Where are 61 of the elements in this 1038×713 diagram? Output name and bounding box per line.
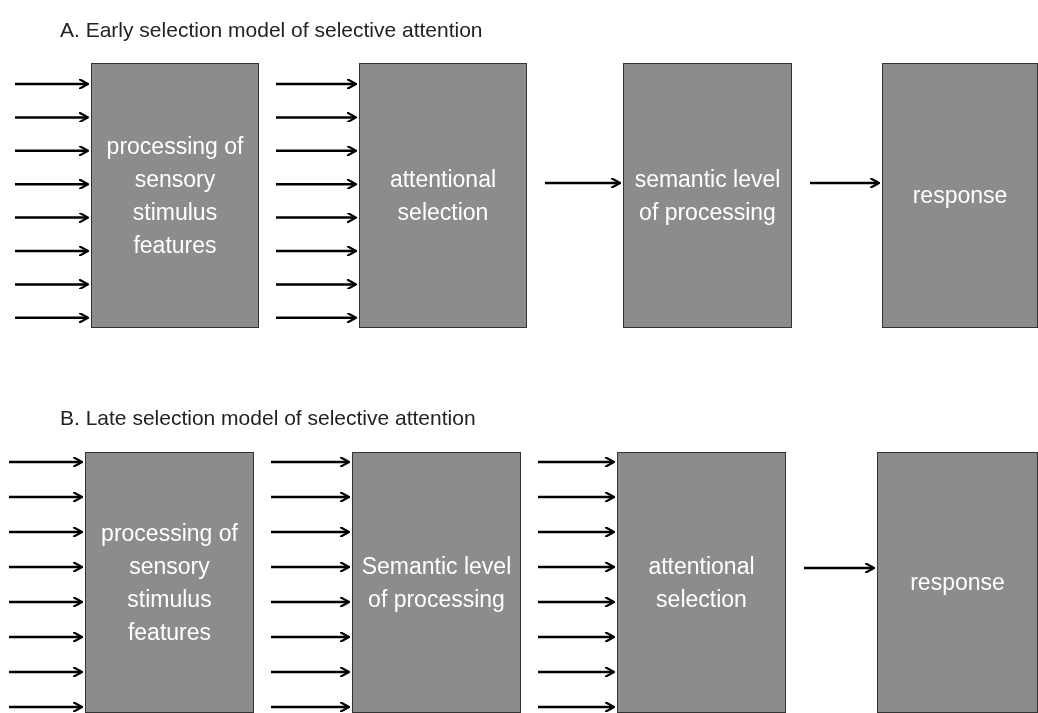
arrow	[538, 700, 616, 713]
arrow	[538, 525, 616, 539]
arrow	[276, 244, 358, 258]
arrow	[276, 144, 358, 157]
arrow	[271, 455, 351, 469]
arrow	[15, 311, 90, 324]
box-text: response	[910, 568, 1005, 597]
box-text: attentional selection	[647, 551, 756, 614]
process-box	[617, 452, 786, 713]
arrow	[9, 595, 84, 609]
arrow	[9, 700, 84, 713]
arrow	[276, 278, 358, 291]
arrow	[804, 561, 876, 575]
arrow	[9, 525, 84, 539]
section-heading: B. Late selection model of selective attention	[60, 405, 476, 431]
arrow	[276, 111, 358, 124]
arrow	[271, 595, 351, 609]
section-heading: A. Early selection model of selective attention	[60, 17, 483, 43]
arrow	[9, 455, 84, 469]
box-text: Semantic level of processing	[361, 551, 512, 614]
box-text: response	[912, 181, 1008, 210]
arrow	[810, 176, 881, 190]
arrow	[15, 111, 90, 124]
arrow	[538, 665, 616, 679]
box-text: processing of sensory stimulus features	[105, 131, 245, 260]
arrow	[545, 176, 622, 190]
process-box	[91, 63, 259, 328]
process-box	[623, 63, 792, 328]
arrow	[15, 178, 90, 191]
arrow	[15, 278, 90, 291]
arrow	[15, 244, 90, 258]
arrow	[15, 77, 90, 91]
arrow	[276, 211, 358, 224]
box-text: processing of sensory stimulus features	[100, 518, 239, 647]
arrow	[538, 455, 616, 469]
process-box	[359, 63, 527, 328]
arrow	[271, 490, 351, 504]
arrow	[9, 560, 84, 574]
arrow	[9, 630, 84, 644]
arrow	[271, 665, 351, 679]
arrow	[276, 311, 358, 324]
arrow	[538, 595, 616, 609]
process-box	[85, 452, 254, 713]
arrow	[9, 665, 84, 679]
arrow	[9, 490, 84, 504]
arrow	[271, 525, 351, 539]
arrow	[538, 560, 616, 574]
arrow	[276, 77, 358, 91]
arrow	[271, 560, 351, 574]
process-box	[352, 452, 521, 713]
arrow	[15, 211, 90, 224]
box-text: attentional selection	[388, 164, 498, 227]
arrow	[538, 490, 616, 504]
process-box	[882, 63, 1038, 328]
arrow	[271, 700, 351, 713]
box-text: semantic level of processing	[633, 164, 782, 227]
arrow	[276, 178, 358, 191]
arrow	[15, 144, 90, 157]
arrow	[271, 630, 351, 644]
process-box	[877, 452, 1038, 713]
arrow	[538, 630, 616, 644]
